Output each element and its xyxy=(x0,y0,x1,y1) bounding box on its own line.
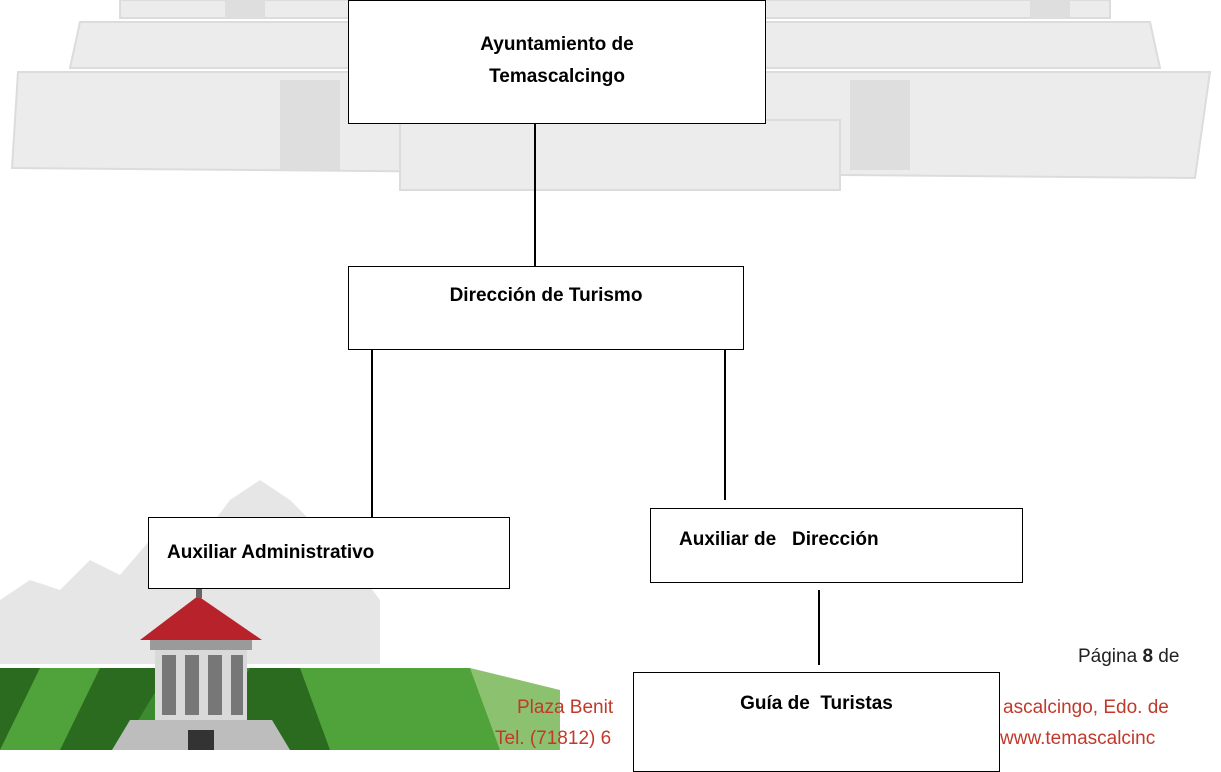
footer-address-right: ascalcingo, Edo. de xyxy=(1003,697,1169,718)
connector-direccion-to-aux-dir xyxy=(724,348,726,500)
page-number: Página 8 de xyxy=(1078,646,1179,668)
connector-top-to-direccion xyxy=(534,118,536,268)
footer-web-right: www.temascalcinc xyxy=(1000,728,1156,749)
org-box-auxiliar-direccion: Auxiliar de Dirección xyxy=(650,508,1023,583)
page-number-suffix: de xyxy=(1153,646,1180,667)
footer-address-left: Plaza Benit xyxy=(517,697,614,718)
page-number-prefix: Página xyxy=(1078,646,1143,667)
org-box-label: Dirección de Turismo xyxy=(449,285,643,306)
org-box-auxiliar-administrativo: Auxiliar Administrativo xyxy=(148,517,510,589)
org-box-ayuntamiento: Ayuntamiento de Temascalcingo xyxy=(348,0,766,124)
footer-phone-left: Tel. (71812) 6 xyxy=(495,728,612,749)
org-box-label: Ayuntamiento de Temascalcingo xyxy=(480,34,634,87)
connector-aux-dir-to-guia xyxy=(818,590,820,665)
watermark-monument-shading xyxy=(225,0,1070,170)
org-box-guia-turistas: Guía de Turistas xyxy=(633,672,1000,772)
org-box-label: Auxiliar Administrativo xyxy=(167,542,375,563)
connector-direccion-to-aux-admin xyxy=(371,348,373,519)
page-number-value: 8 xyxy=(1142,646,1154,667)
org-box-direccion-turismo: Dirección de Turismo xyxy=(348,266,744,350)
org-box-label: Auxiliar de Dirección xyxy=(679,529,879,550)
org-box-label: Guía de Turistas xyxy=(740,693,893,714)
kiosk-illustration xyxy=(112,580,290,750)
